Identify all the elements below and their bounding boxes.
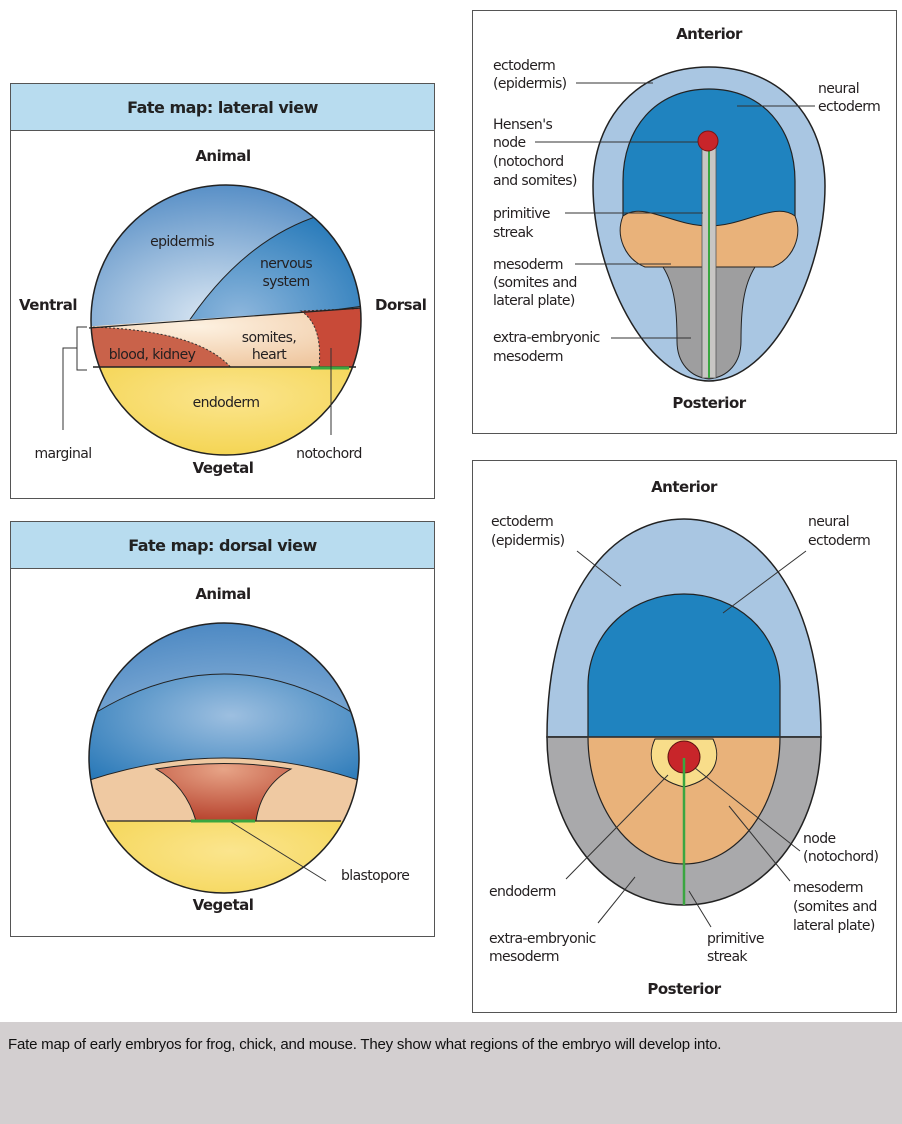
- caption-bar: Fate map of early embryos for frog, chic…: [0, 1022, 902, 1124]
- orientation-dorsal: Dorsal: [375, 296, 426, 314]
- label-notochord: notochord: [296, 446, 362, 462]
- label-node: node: [493, 135, 526, 151]
- label-epidermis: (epidermis): [491, 533, 565, 549]
- label-ectoderm: ectoderm: [491, 514, 553, 530]
- frog-dorsal-title: Fate map: dorsal view: [11, 522, 434, 569]
- frog-dorsal-panel: Fate map: dorsal view Animal blastopor: [10, 521, 435, 937]
- label-somites-and: (somites and: [493, 275, 577, 291]
- label-lateral-plate: lateral plate): [793, 918, 875, 934]
- label-extra-mesoderm: mesoderm: [489, 949, 559, 965]
- notochord-region: [154, 763, 293, 822]
- label-somites-and: (somites and: [793, 899, 877, 915]
- orientation-vegetal: Vegetal: [193, 459, 254, 477]
- orientation-vegetal: Vegetal: [193, 896, 254, 914]
- orientation-anterior: Anterior: [651, 478, 718, 496]
- hensens-node: [697, 130, 719, 152]
- label-neural-ectoderm: ectoderm: [818, 99, 880, 115]
- frog-lateral-panel: Fate map: lateral view Animal: [10, 83, 435, 499]
- label-endoderm: endoderm: [489, 884, 556, 900]
- neural-ectoderm-region: [587, 593, 781, 738]
- label-node-notochord: (notochord): [803, 849, 878, 865]
- marginal-zone-bracket: [62, 326, 87, 430]
- label-neural: neural: [818, 81, 859, 97]
- chick-diagram: Anterior ectoderm (epidermis) neural ect…: [493, 25, 881, 412]
- orientation-posterior: Posterior: [672, 394, 746, 412]
- label-blood-kidney: blood, kidney: [109, 347, 196, 363]
- orientation-anterior: Anterior: [676, 25, 743, 43]
- blood-kidney-region: [91, 326, 235, 371]
- label-streak: streak: [493, 225, 534, 241]
- label-and-somites: and somites): [493, 173, 577, 189]
- frog-lateral-title: Fate map: lateral view: [11, 84, 434, 131]
- label-neural: neural: [808, 514, 849, 530]
- label-extra-embryonic: extra-embryonic: [489, 931, 596, 947]
- frog-lateral-diagram: Animal epidermis nervous system Ventral …: [19, 147, 427, 477]
- label-primitive: primitive: [707, 931, 764, 947]
- label-lateral-plate: lateral plate): [493, 293, 575, 309]
- frog-dorsal-diagram: Animal blastopore Vegetal: [88, 585, 410, 914]
- orientation-animal: Animal: [195, 585, 250, 603]
- label-notochord: (notochord: [493, 154, 564, 170]
- label-heart: heart: [252, 347, 287, 363]
- mouse-diagram: Anterior ectoderm (epidermis) neural ect…: [489, 478, 879, 998]
- caption-text: Fate map of early embryos for frog, chic…: [8, 1036, 722, 1053]
- label-somites: somites,: [242, 330, 297, 346]
- label-system: system: [262, 274, 309, 290]
- orientation-ventral: Ventral: [19, 296, 77, 314]
- label-ectoderm: ectoderm: [493, 58, 555, 74]
- label-mesoderm: mesoderm: [493, 257, 563, 273]
- label-nervous: nervous: [260, 256, 312, 272]
- label-blastopore: blastopore: [341, 868, 409, 884]
- label-hensens: Hensen's: [493, 117, 552, 133]
- label-mesoderm: mesoderm: [793, 880, 863, 896]
- label-node: node: [803, 831, 836, 847]
- mouse-panel: Anterior ectoderm (epidermis) neural ect…: [472, 460, 897, 1013]
- label-extra-mesoderm: mesoderm: [493, 349, 563, 365]
- orientation-animal: Animal: [195, 147, 250, 165]
- chick-panel: Anterior ectoderm (epidermis) neural ect…: [472, 10, 897, 434]
- label-extra-embryonic: extra-embryonic: [493, 330, 600, 346]
- label-epidermis: (epidermis): [493, 76, 567, 92]
- orientation-posterior: Posterior: [647, 980, 721, 998]
- label-endoderm: endoderm: [193, 395, 260, 411]
- label-neural-ectoderm: ectoderm: [808, 533, 870, 549]
- label-marginal: marginal: [34, 446, 91, 462]
- label-streak: streak: [707, 949, 748, 965]
- label-primitive: primitive: [493, 206, 550, 222]
- label-epidermis: epidermis: [150, 234, 214, 250]
